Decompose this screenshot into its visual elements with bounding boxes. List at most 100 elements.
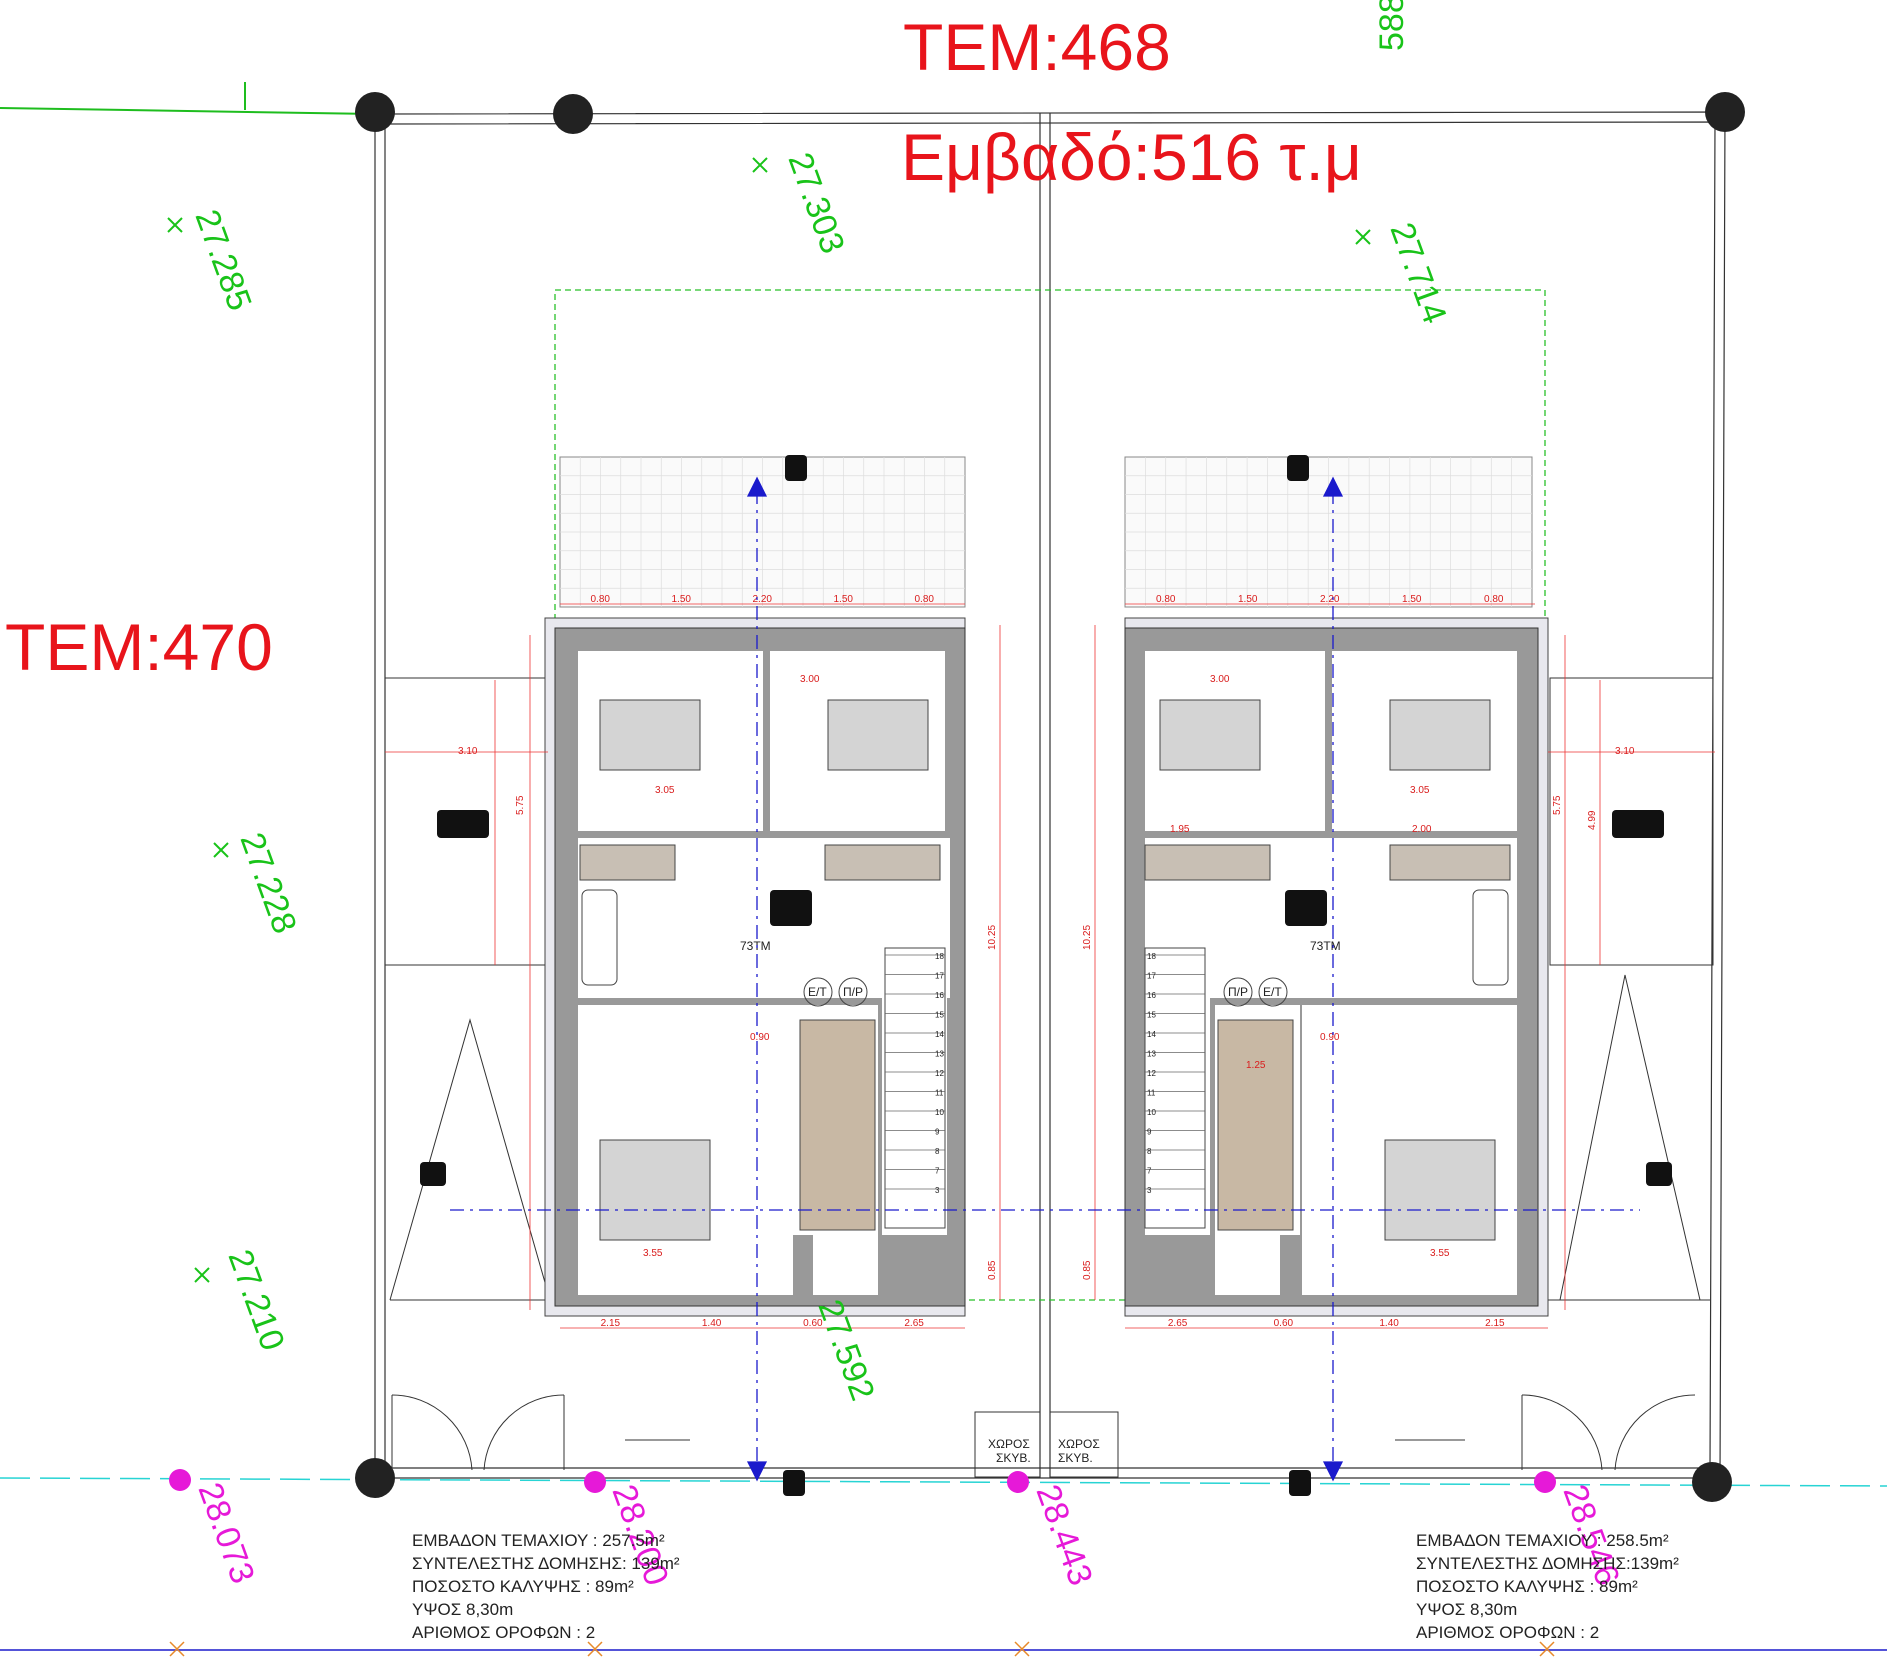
street-gates — [391, 1394, 1696, 1478]
dim-room: 3.05 — [655, 785, 675, 796]
stair-number: 9 — [1147, 1128, 1152, 1137]
dim-room: 3.55 — [1430, 1248, 1450, 1259]
stair-number: 15 — [935, 1011, 944, 1020]
room-tag-left: 73ΤΜ — [740, 939, 771, 953]
dim-side: 5.75 — [1552, 795, 1563, 815]
info-floors: ΑΡΙΘΜΟΣ ΟΡΟΦΩΝ : 2 — [1416, 1623, 1599, 1642]
stair-number: 17 — [935, 972, 944, 981]
parcel-area-label: Εμβαδό:516 τ.μ — [901, 120, 1362, 194]
dimension-label: 2.65 — [1168, 1318, 1188, 1329]
dim-room: 3.05 — [1410, 785, 1430, 796]
appliance-tag: Ε/Τ — [808, 985, 827, 999]
dim-room: 3.55 — [643, 1248, 663, 1259]
dimension-label: 1.50 — [1402, 594, 1422, 605]
elevation-green: 27.228 — [232, 828, 303, 939]
dim-side: 3.10 — [458, 746, 478, 757]
elevation-green: 27.210 — [220, 1245, 291, 1356]
dimension-label: 2.15 — [601, 1318, 621, 1329]
dimension-label: 0.60 — [1274, 1318, 1294, 1329]
dimension-lines — [385, 603, 1715, 1329]
dim-room: 2.00 — [1412, 824, 1432, 835]
stair-number: 16 — [935, 991, 944, 1000]
dim-room: 3.00 — [800, 674, 820, 685]
elevation-green: 27.714 — [1382, 218, 1453, 329]
dimension-label: 1.40 — [702, 1318, 722, 1329]
stair-number: 13 — [1147, 1050, 1156, 1059]
stair-number: 17 — [1147, 972, 1156, 981]
pergola-right — [1124, 456, 1533, 608]
dimension-label: 2.65 — [904, 1318, 924, 1329]
stair-number: 12 — [1147, 1069, 1156, 1078]
info-coverage: ΠΟΣΟΣΤΟ ΚΑΛΥΨΗΣ : 89m² — [1416, 1577, 1638, 1596]
storage-label: ΧΩΡΟΣ — [1058, 1437, 1100, 1451]
info-coefficient: ΣΥΝΤΕΛΕΣΤΗΣ ΔΟΜΗΣΗΣ: 139m² — [412, 1554, 680, 1573]
info-floors: ΑΡΙΘΜΟΣ ΟΡΟΦΩΝ : 2 — [412, 1623, 595, 1642]
ramp-right — [1559, 974, 1701, 1301]
stair-number: 15 — [1147, 1011, 1156, 1020]
dim-side: 0.85 — [987, 1260, 998, 1280]
dimension-label: 1.50 — [1238, 594, 1258, 605]
elevation-green: 27.285 — [187, 205, 258, 316]
appliance-tag: Ε/Τ — [1263, 985, 1282, 999]
parcel-470-label: ΤΕΜ:470 — [5, 610, 273, 684]
info-height: ΥΨΟΣ 8,30m — [1416, 1600, 1517, 1619]
dimension-label: 2.20 — [753, 594, 773, 605]
dimension-label: 0.80 — [591, 594, 611, 605]
dimension-label: 1.40 — [1379, 1318, 1399, 1329]
room-tag-right: 73ΤΜ — [1310, 939, 1341, 953]
stair-number: 3 — [935, 1186, 940, 1195]
stair-number: 18 — [1147, 952, 1156, 961]
dim-room: 1.95 — [1170, 824, 1190, 835]
parcel-468-label: ΤΕΜ:468 — [903, 10, 1171, 84]
storage-label: ΧΩΡΟΣ — [988, 1437, 1030, 1451]
stair-number: 10 — [1147, 1108, 1156, 1117]
stair-number: 7 — [935, 1167, 940, 1176]
storage-label: ΣΚΥΒ. — [996, 1451, 1031, 1465]
neighbor-boundary-line — [0, 107, 376, 115]
stair-number: 14 — [935, 1030, 944, 1039]
dim-side: 0.85 — [1082, 1260, 1093, 1280]
stair-number: 11 — [935, 1089, 944, 1098]
dim-room: 3.00 — [1210, 674, 1230, 685]
road-line — [0, 1477, 1887, 1487]
dimension-label: 1.50 — [834, 594, 854, 605]
info-coverage: ΠΟΣΟΣΤΟ ΚΑΛΥΨΗΣ : 89m² — [412, 1577, 634, 1596]
pergola-left — [559, 456, 966, 608]
stair-number: 11 — [1147, 1089, 1156, 1098]
stair-number: 14 — [1147, 1030, 1156, 1039]
elevation-partial: 588 — [1373, 0, 1411, 51]
info-area: ΕΜΒΑΔΟΝ ΤΕΜΑΧΙΟΥ : 257.5m² — [412, 1531, 665, 1550]
stair-number: 12 — [935, 1069, 944, 1078]
magenta-points — [169, 1469, 1556, 1493]
dim-side: 10.25 — [1082, 925, 1093, 950]
stair-number: 8 — [1147, 1147, 1152, 1156]
dim-side: 10.25 — [987, 925, 998, 950]
stair-number: 13 — [935, 1050, 944, 1059]
stair-number: 10 — [935, 1108, 944, 1117]
elevation-magenta: 28.443 — [1028, 1480, 1099, 1591]
spot-height-crosses — [167, 157, 1371, 1283]
stair-number: 9 — [935, 1128, 940, 1137]
ramp-left — [389, 1018, 551, 1301]
appliance-tag: Π/Ρ — [843, 985, 863, 999]
elevation-magenta: 28.073 — [190, 1478, 261, 1589]
info-height: ΥΨΟΣ 8,30m — [412, 1600, 513, 1619]
info-coefficient: ΣΥΝΤΕΛΕΣΤΗΣ ΔΟΜΗΣΗΣ:139m² — [1416, 1554, 1679, 1573]
info-area: ΕΜΒΑΔΟΝ ΤΕΜΑΧΙΟΥ : 258.5m² — [1416, 1531, 1669, 1550]
dimension-label: 2.20 — [1320, 594, 1340, 605]
section-markers — [420, 455, 1672, 1496]
dimension-label: 0.60 — [803, 1318, 823, 1329]
left-info-block: ΕΜΒΑΔΟΝ ΤΕΜΑΧΙΟΥ : 257.5m² ΣΥΝΤΕΛΕΣΤΗΣ Δ… — [412, 1531, 680, 1642]
dim-side: 3.10 — [1615, 746, 1635, 757]
dimension-label: 0.80 — [915, 594, 935, 605]
dimension-label: 1.50 — [672, 594, 692, 605]
dimension-label: 0.80 — [1484, 594, 1504, 605]
stair-number: 18 — [935, 952, 944, 961]
house-left: Ε/Τ Π/Ρ 73ΤΜ — [544, 617, 966, 1317]
corner-markers — [355, 92, 1745, 1502]
stair-number: 7 — [1147, 1167, 1152, 1176]
section-lines — [450, 476, 1640, 1482]
stair-number: 8 — [935, 1147, 940, 1156]
stair-number: 16 — [1147, 991, 1156, 1000]
